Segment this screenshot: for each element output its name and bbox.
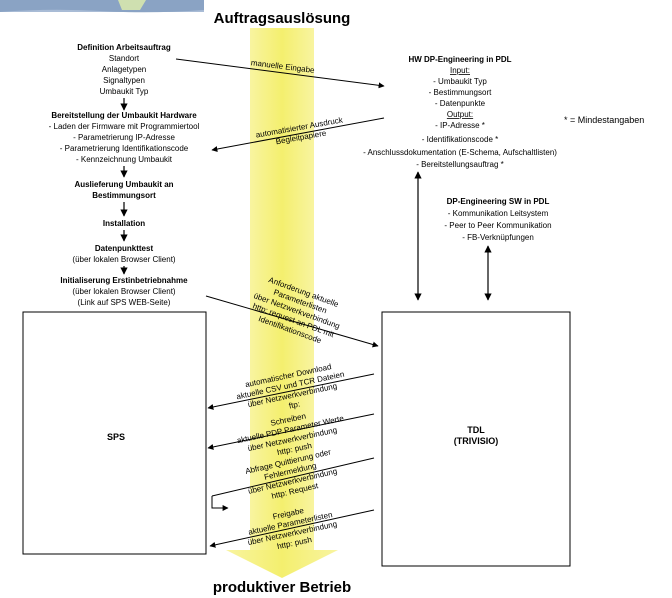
hw-output-line: - IP-Adresse * — [435, 121, 485, 130]
step-auslieferung-title: Bestimmungsort — [92, 191, 156, 200]
message-anforderung: Anforderung aktuelle Parameterlisten übe… — [205, 275, 379, 348]
sw-line: - Peer to Peer Kommunikation — [444, 221, 551, 230]
step-datenpunkttest-title: Datenpunkttest — [95, 244, 154, 253]
tdl-box — [381, 311, 571, 567]
hw-input-line: - Umbaukit Typ — [433, 77, 487, 86]
step-datenpunkttest: Datenpunkttest (über lokalen Browser Cli… — [72, 244, 175, 264]
step-initialisierung-line: (Link auf SPS WEB-Seite) — [78, 298, 171, 307]
step-initialisierung-title: Initialiserung Erstinbetriebnahme — [60, 276, 188, 285]
hw-title: HW DP-Engineering in PDL — [408, 55, 511, 64]
sw-line: - FB-Verknüpfungen — [462, 233, 534, 242]
step-definition-line: Anlagetypen — [102, 65, 146, 74]
step-bereitstellung: Bereitstellung der Umbaukit Hardware - L… — [49, 111, 200, 164]
hw-output-label: Output: — [447, 110, 473, 119]
sw-engineering-block: DP-Engineering SW in PDL - Kommunikation… — [444, 197, 551, 242]
step-bereitstellung-title: Bereitstellung der Umbaukit Hardware — [51, 111, 197, 120]
step-definition-line: Signaltypen — [103, 76, 145, 85]
tdl-label: (TRIVISIO) — [454, 436, 499, 446]
hw-engineering-block: HW DP-Engineering in PDL Input: - Umbauk… — [363, 55, 557, 169]
step-initialisierung-line: (über lokalen Browser Client) — [72, 287, 175, 296]
step-datenpunkttest-line: (über lokalen Browser Client) — [72, 255, 175, 264]
sw-title: DP-Engineering SW in PDL — [447, 197, 550, 206]
step-installation-title: Installation — [103, 219, 145, 228]
step-auslieferung: Auslieferung Umbaukit an Bestimmungsort — [74, 180, 173, 200]
step-bereitstellung-line: - Parametrierung IP-Adresse — [73, 133, 175, 142]
corner-map-image — [0, 0, 204, 13]
step-definition-title: Definition Arbeitsauftrag — [77, 43, 171, 52]
step-bereitstellung-line: - Kennzeichnung Umbaukit — [76, 155, 173, 164]
sps-label: SPS — [107, 432, 125, 442]
hw-input-label: Input: — [450, 66, 470, 75]
hw-input-line: - Datenpunkte — [435, 99, 486, 108]
mindestangaben-note: * = Mindestangaben — [564, 115, 644, 125]
hw-input-line: - Bestimmungsort — [429, 88, 492, 97]
footer-title: produktiver Betrieb — [213, 579, 351, 596]
step-definition-line: Standort — [109, 54, 140, 63]
step-auslieferung-title: Auslieferung Umbaukit an — [74, 180, 173, 189]
hw-output-line: - Anschlussdokumentation (E-Schema, Aufs… — [363, 148, 557, 157]
step-bereitstellung-line: - Parametrierung Identifikationscode — [60, 144, 189, 153]
process-band — [226, 28, 338, 578]
hw-output-line: - Bereitstellungsauftrag * — [416, 160, 504, 169]
tdl-label: TDL — [467, 425, 485, 435]
header-title: Auftragsauslösung — [214, 10, 351, 27]
message-quittierung: Abfrage Quittierung oder Fehlermeldung ü… — [211, 447, 375, 511]
message-label: ftp: — [288, 399, 301, 410]
hw-output-line: - Identifikationscode * — [422, 135, 499, 144]
step-bereitstellung-line: - Laden der Firmware mit Programmiertool — [49, 122, 200, 131]
sps-box — [22, 311, 207, 555]
sw-line: - Kommunikation Leitsystem — [448, 209, 549, 218]
step-initialisierung: Initialiserung Erstinbetriebnahme (über … — [60, 276, 188, 307]
step-definition-line: Umbaukit Typ — [100, 87, 149, 96]
step-definition: Definition Arbeitsauftrag Standort Anlag… — [77, 43, 171, 96]
